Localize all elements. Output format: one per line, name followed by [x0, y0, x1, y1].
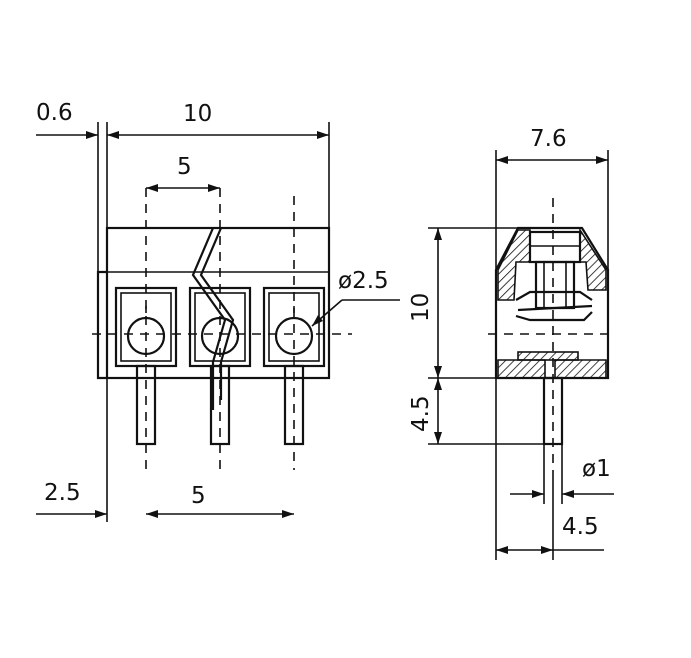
dim-hole-diameter: ø2.5 [338, 268, 389, 294]
front-left-flange [96, 270, 107, 380]
dim-0-6: 0.6 [36, 100, 73, 126]
dim-5-bottom: 5 [191, 483, 206, 509]
front-body-outline [105, 226, 331, 380]
side-dimensions: 7.6 10 4.5 ø1 4.5 [408, 126, 614, 560]
side-hatch-left-wall [497, 229, 531, 301]
front-break-line-right [199, 227, 235, 400]
dim-7-6: 7.6 [530, 126, 567, 152]
dim-pin-diameter: ø1 [582, 456, 611, 482]
side-hatch-bottom-right [554, 359, 607, 379]
front-dimensions: 0.6 10 5 ø2.5 2.5 5 [36, 100, 400, 522]
side-pin [542, 376, 564, 446]
dim-4-5-bottom: 4.5 [562, 514, 599, 540]
screw-hole [274, 316, 314, 356]
dim-5-top: 5 [177, 154, 192, 180]
dim-10-vertical: 10 [408, 293, 434, 322]
side-screw-head [528, 230, 582, 264]
side-hatch-mid [517, 351, 579, 361]
side-screw-body [534, 260, 576, 310]
side-clamp [515, 290, 593, 301]
front-break-line-left [191, 227, 227, 410]
side-view [488, 198, 614, 474]
dim-4-5-vertical: 4.5 [408, 395, 434, 432]
side-hatch-bottom-left [497, 359, 546, 379]
front-view [92, 188, 352, 470]
dim-10-top: 10 [183, 101, 212, 127]
dim-2-5: 2.5 [44, 480, 81, 506]
